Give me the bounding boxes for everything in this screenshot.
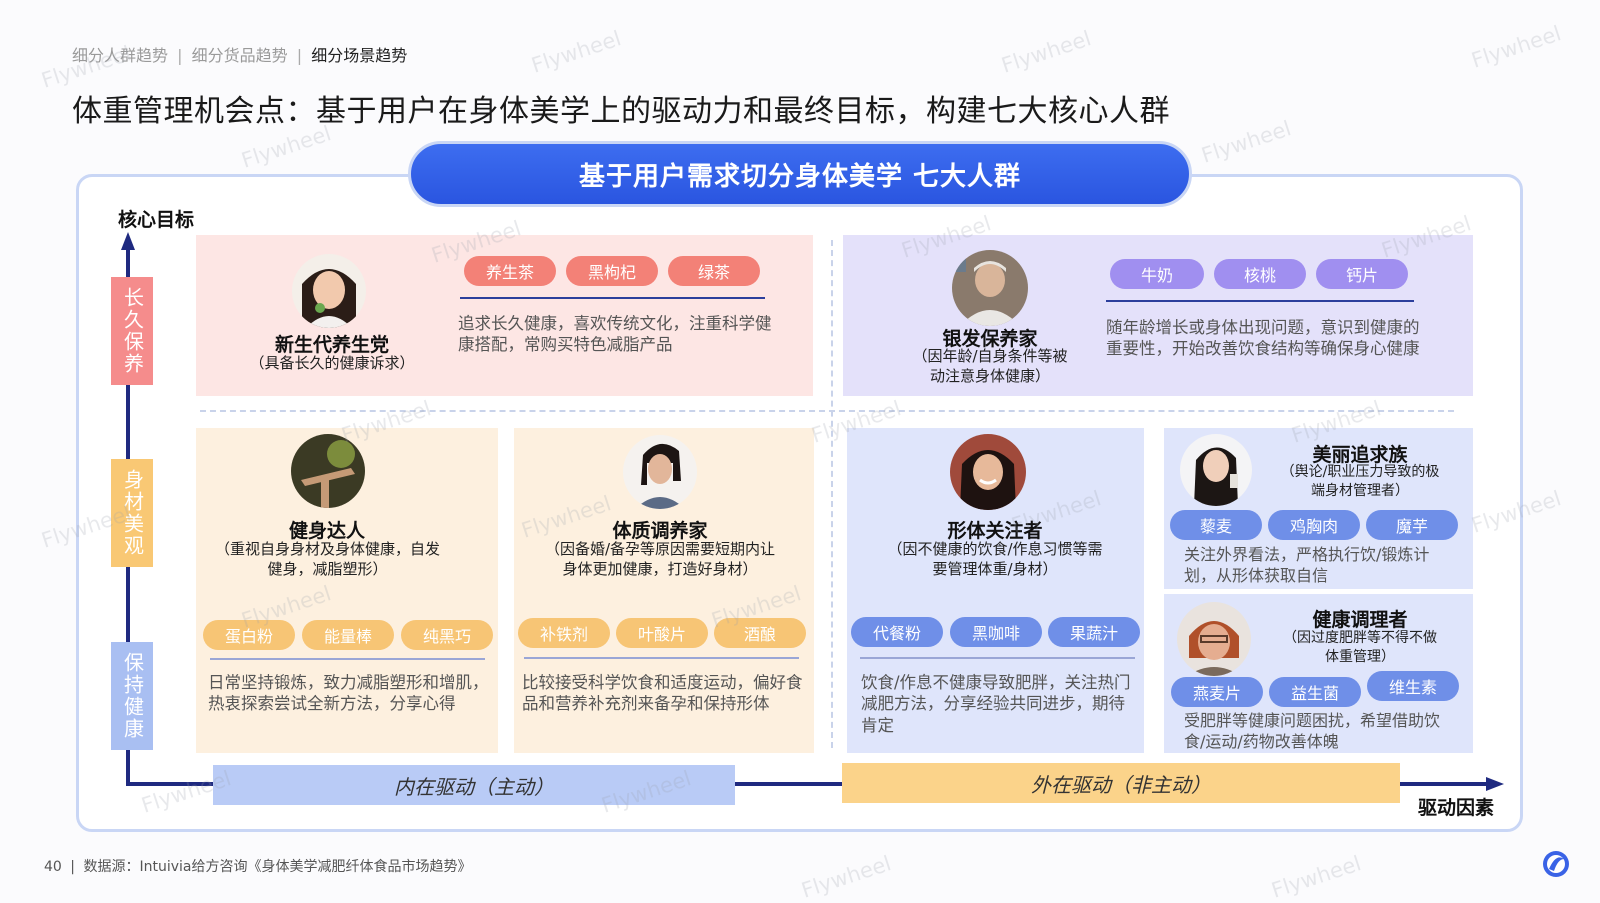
category-long-term-care: 长久保养 [111,277,153,385]
driver-internal: 内在驱动（主动） [213,765,735,805]
persona-subtitle: （重视自身身材及身体健康，自发健身，减脂塑形） [215,540,441,579]
product-tag: 纯黑巧 [401,620,493,650]
diagram-banner: 基于用户需求切分身体美学 七大人群 [408,141,1192,207]
product-tag: 蛋白粉 [203,620,295,650]
persona-name: 形体关注者 [947,520,1043,542]
persona-description: 追求长久健康，喜欢传统文化，注重科学健康搭配，常购买特色减脂产品 [458,314,772,355]
persona-name: 美丽追求族 [1312,444,1408,466]
persona-subtitle: （因备婚/备孕等原因需要短期内让身体更加健康，打造好身材） [544,540,776,579]
page-number: 40 [44,859,62,875]
separator-line [524,657,799,659]
persona-description: 关注外界看法，严格执行饮/锻炼计划，从形体获取自信 [1184,545,1430,585]
persona-description: 随年龄增长或身体出现问题，意识到健康的重要性，开始改善饮食结构等确保身心健康 [1106,318,1420,359]
breadcrumb-separator: | [296,46,303,65]
separator-line [460,297,765,299]
separator-line [860,657,1135,659]
product-tag: 果蔬汁 [1048,617,1140,647]
product-tag: 补铁剂 [518,618,610,648]
persona-subtitle: （具备长久的健康诉求） [249,354,415,372]
data-source: 数据源：Intuivia给方咨询《身体美学减肥纤体食品市场趋势》 [83,859,472,875]
brand-logo-icon [1543,851,1569,877]
x-axis-arrow-icon [1486,777,1504,791]
product-tag: 酒酿 [714,618,806,648]
breadcrumb-separator: | [177,46,183,65]
persona-name: 银发保养家 [942,328,1038,350]
product-tag: 鸡胸肉 [1268,510,1360,540]
product-tag: 藜麦 [1170,510,1262,540]
persona-name: 健身达人 [288,520,365,542]
driver-external: 外在驱动（非主动） [842,763,1400,803]
breadcrumb-item-active[interactable]: 细分场景趋势 [311,46,408,65]
divider-horizontal [200,410,1454,412]
persona-subtitle: （因过度肥胖等不得不做体重管理） [1283,630,1437,665]
category-label: 保持健康 [120,652,145,740]
product-tag: 能量棒 [302,620,394,650]
persona-description: 饮食/作息不健康导致肥胖，关注热门减肥方法，分享经验共同进步，期待肯定 [861,673,1131,735]
persona-subtitle: （舆论/职业压力导致的极端身材管理者） [1280,464,1440,499]
persona-avatar [292,254,366,328]
persona-name: 健康调理者 [1312,609,1408,631]
product-tag: 黑枸杞 [566,256,658,286]
product-tag: 维生素 [1367,671,1459,701]
product-tag: 益生菌 [1269,677,1361,707]
persona-name: 新生代养生党 [274,334,389,356]
product-tag: 牛奶 [1110,259,1204,289]
breadcrumb-item[interactable]: 细分人群趋势 [72,46,169,65]
product-tag: 绿茶 [668,256,760,286]
product-tag: 叶酸片 [616,618,708,648]
category-label: 长久保养 [120,287,145,375]
breadcrumb-item[interactable]: 细分货品趋势 [191,46,288,65]
persona-avatar [1180,434,1252,506]
product-tag: 魔芋 [1366,510,1458,540]
persona-avatar [950,434,1026,510]
persona-avatar [952,250,1028,326]
category-keep-healthy: 保持健康 [111,642,153,750]
persona-description: 比较接受科学饮食和适度运动，偏好食品和营养补充剂来备孕和保持形体 [522,673,803,714]
category-label: 身材美观 [120,469,145,557]
separator-line [1106,300,1414,302]
footer: 40 | 数据源：Intuivia给方咨询《身体美学减肥纤体食品市场趋势》 [44,856,471,876]
divider-vertical [831,240,833,748]
product-tag: 黑咖啡 [950,617,1042,647]
x-axis-title: 驱动因素 [1418,797,1495,819]
product-tag: 代餐粉 [851,617,943,647]
separator-line [210,658,485,660]
persona-subtitle: （因年龄/自身条件等被动注意身体健康） [912,347,1068,386]
persona-avatar [1177,602,1251,676]
y-axis-arrow-icon [121,232,135,250]
footer-separator: | [70,859,75,875]
product-tag: 钙片 [1316,259,1408,289]
persona-avatar [623,435,697,509]
page-title: 体重管理机会点：基于用户在身体美学上的驱动力和最终目标，构建七大核心人群 [72,94,1170,129]
persona-description: 日常坚持锻炼，致力减脂塑形和增肌，热衷探索尝试全新方法，分享心得 [208,673,489,714]
persona-name: 体质调养家 [612,520,708,542]
product-tag: 养生茶 [464,256,556,286]
y-axis-title: 核心目标 [118,209,195,231]
product-tag: 核桃 [1214,259,1306,289]
product-tag: 燕麦片 [1171,677,1263,707]
persona-description: 受肥胖等健康问题困扰，希望借助饮食/运动/药物改善体魄 [1184,711,1441,751]
persona-avatar [291,434,365,508]
breadcrumb: 细分人群趋势 | 细分货品趋势 | 细分场景趋势 [72,42,407,66]
category-body-shape: 身材美观 [111,459,153,567]
persona-subtitle: （因不健康的饮食/作息习惯等需要管理体重/身材） [887,540,1103,579]
